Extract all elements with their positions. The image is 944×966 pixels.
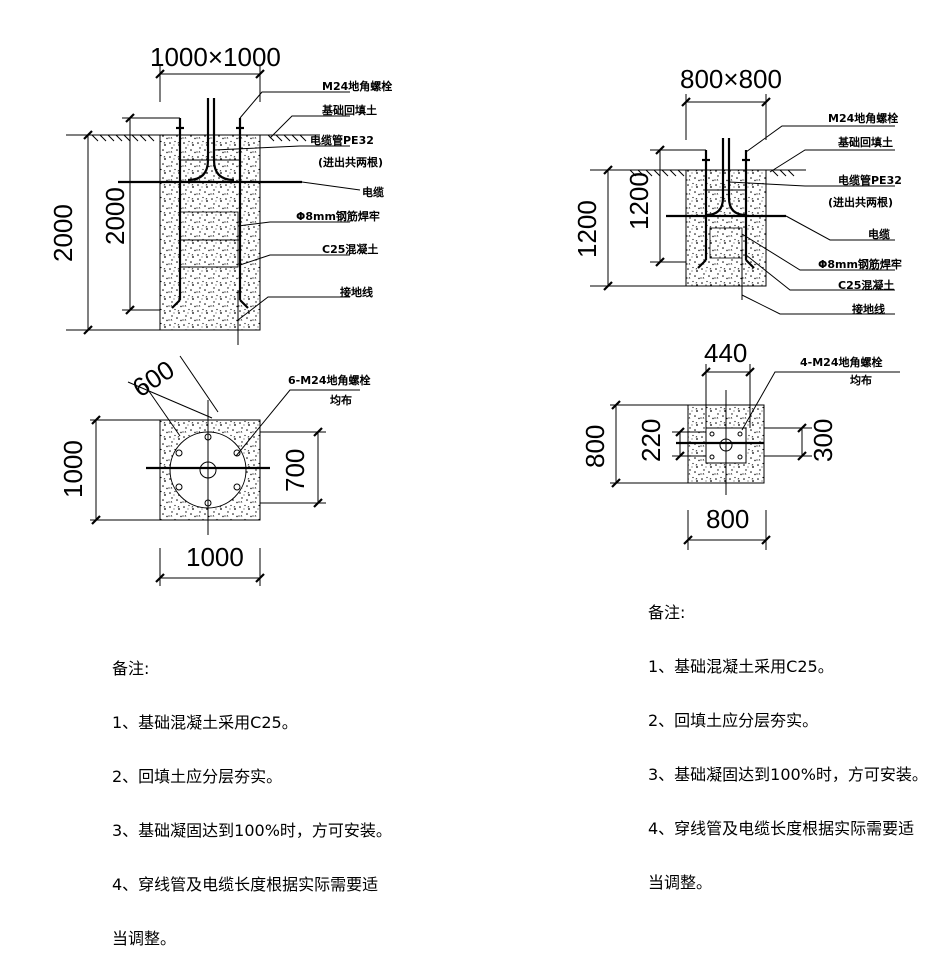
right-label-conduit-note: (进出共两根) (828, 195, 893, 209)
left-plan: 600 6-M24地角螺栓 均布 1000 700 1000 (58, 354, 370, 586)
left-note-1: 1、基础混凝土采用C25。 (112, 713, 298, 732)
left-label-rebar: Φ8mm钢筋焊牢 (296, 209, 380, 223)
left-label-conduit: 电缆管PE32 (310, 133, 374, 147)
left-note-2: 2、回填土应分层夯实。 (112, 767, 283, 786)
left-plan-height: 1000 (58, 440, 88, 498)
right-label-cable: 电缆 (868, 227, 890, 241)
right-note-3: 3、基础凝固达到100%时，方可安装。 (648, 765, 928, 784)
drawing-canvas: 1000×1000 2000 (48, 42, 902, 586)
right-plan: 440 4-M24地角螺栓 均布 800 220 300 800 (580, 338, 900, 550)
right-size-dim: 800×800 (680, 64, 782, 94)
right-label-conduit: 电缆管PE32 (838, 173, 902, 187)
left-plan-uniform: 均布 (330, 393, 352, 407)
right-plan-width: 800 (706, 504, 749, 534)
left-label-ground: 接地线 (340, 285, 373, 299)
right-note-4: 4、穿线管及电缆长度根据实际需要适 (648, 819, 915, 838)
left-note-4: 4、穿线管及电缆长度根据实际需要适 (112, 875, 379, 894)
left-size-dim: 1000×1000 (150, 42, 281, 72)
left-label-conduit-note: (进出共两根) (318, 155, 383, 169)
right-plan-right: 300 (808, 419, 838, 462)
right-plan-height: 800 (580, 425, 610, 468)
left-height-outer: 2000 (48, 204, 78, 262)
right-plan-inner: 220 (636, 419, 666, 462)
left-plan-inner: 700 (280, 449, 310, 492)
right-note-5: 当调整。 (648, 873, 713, 892)
left-plan-width: 1000 (186, 542, 244, 572)
right-plan-uniform: 均布 (850, 373, 872, 387)
left-note-5: 当调整。 (112, 929, 177, 948)
left-note-3: 3、基础凝固达到100%时，方可安装。 (112, 821, 392, 840)
left-notes: 备注: 1、基础混凝土采用C25。 2、回填土应分层夯实。 3、基础凝固达到10… (112, 624, 392, 966)
right-height-outer: 1200 (572, 200, 602, 258)
right-plan-bolt: 4-M24地角螺栓 (800, 355, 882, 369)
right-note-1: 1、基础混凝土采用C25。 (648, 657, 834, 676)
right-plan-top: 440 (704, 338, 747, 368)
right-label-bolt: M24地角螺栓 (828, 111, 898, 125)
left-label-cable: 电缆 (362, 185, 384, 199)
right-label-backfill: 基础回填土 (837, 135, 893, 149)
left-plan-bolt: 6-M24地角螺栓 (288, 373, 370, 387)
left-elevation: 1000×1000 2000 (48, 42, 392, 345)
right-label-concrete: C25混凝土 (838, 278, 894, 292)
right-notes: 备注: 1、基础混凝土采用C25。 2、回填土应分层夯实。 3、基础凝固达到10… (648, 568, 928, 910)
left-label-bolt: M24地角螺栓 (322, 79, 392, 93)
right-elevation: 800×800 1200 1200 (572, 64, 902, 316)
right-notes-title: 备注: (648, 603, 686, 622)
right-height-inner: 1200 (624, 172, 654, 230)
left-height-inner: 2000 (100, 187, 130, 245)
left-plan-diag: 600 (127, 354, 180, 403)
left-label-concrete: C25混凝土 (322, 242, 378, 256)
right-label-ground: 接地线 (852, 302, 885, 316)
right-note-2: 2、回填土应分层夯实。 (648, 711, 819, 730)
right-label-rebar: Φ8mm钢筋焊牢 (818, 257, 902, 271)
left-label-backfill: 基础回填土 (321, 103, 377, 117)
left-notes-title: 备注: (112, 659, 150, 678)
